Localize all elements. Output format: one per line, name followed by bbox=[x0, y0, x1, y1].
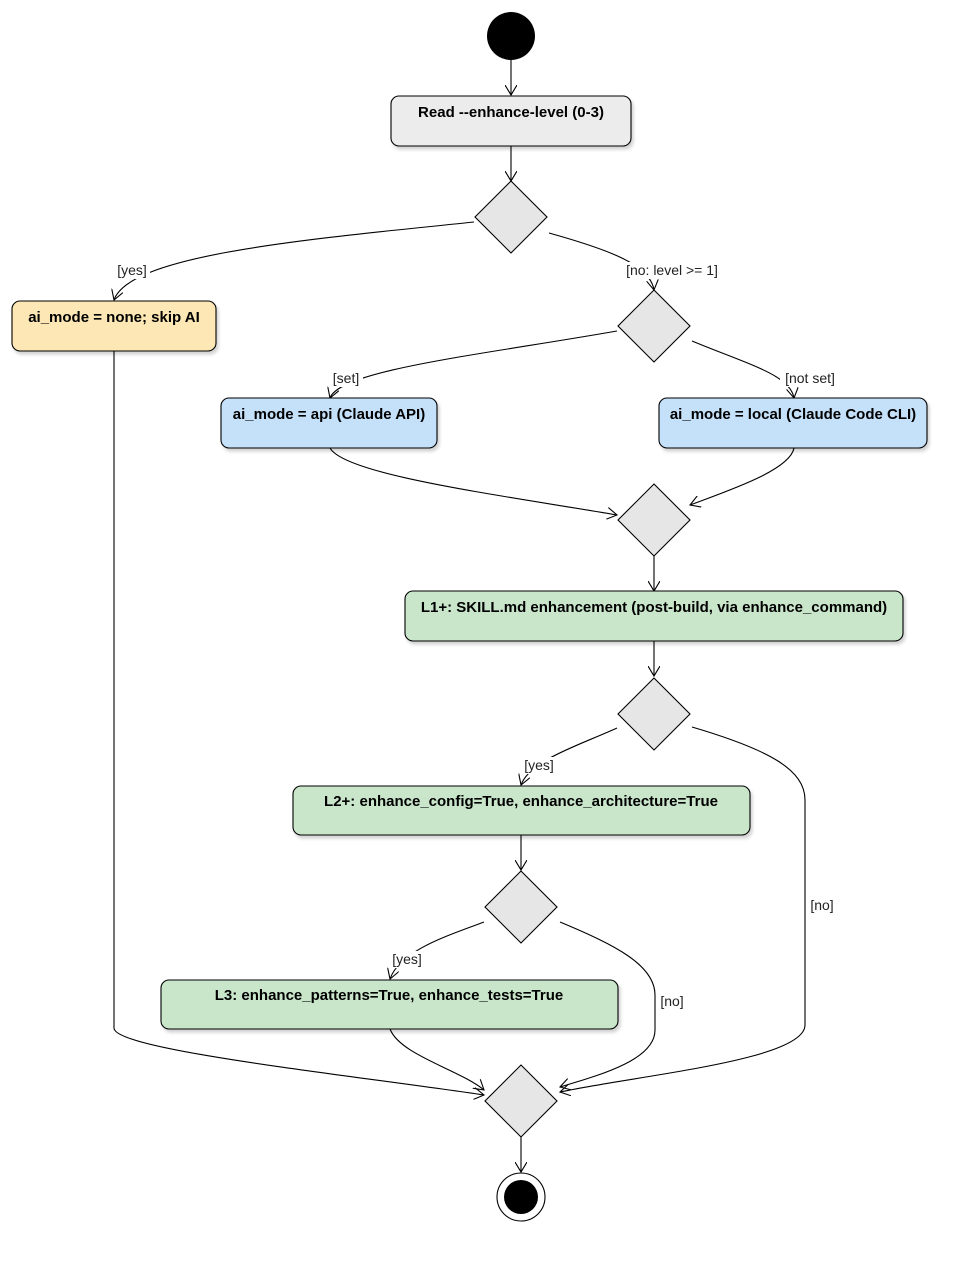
node-read-level-label: Read --enhance-level (0-3) bbox=[418, 104, 604, 121]
node-mode-local: ai_mode = local (Claude Code CLI) bbox=[658, 397, 928, 449]
node-read-level-box bbox=[390, 95, 632, 147]
edge-labels: [yes] [no: level >= 1] [set] [not set] [… bbox=[114, 262, 840, 1010]
node-mode-none-label: ai_mode = none; skip AI bbox=[28, 309, 200, 326]
edge-decision-l3-to-l3 bbox=[390, 921, 485, 979]
node-l3: L3: enhance_patterns=True, enhance_tests… bbox=[160, 979, 619, 1030]
edge-api-to-merge bbox=[329, 447, 617, 515]
node-l3-box bbox=[160, 979, 619, 1030]
decision-level-zero bbox=[474, 180, 548, 254]
edge-decision-to-key-check bbox=[548, 232, 654, 290]
edge-key-check-to-api bbox=[330, 330, 618, 398]
node-read-level: Read --enhance-level (0-3) bbox=[390, 95, 632, 147]
edges bbox=[113, 60, 806, 1172]
merge-final bbox=[484, 1064, 558, 1138]
edge-none-to-final-merge bbox=[113, 351, 484, 1095]
label-level-zero-no: [no: level >= 1] bbox=[626, 262, 718, 278]
decision-api-key bbox=[617, 289, 691, 363]
edge-l3-to-final-merge bbox=[389, 1028, 484, 1090]
node-l2: L2+: enhance_config=True, enhance_archit… bbox=[292, 785, 751, 836]
label-l2-yes: [yes] bbox=[524, 757, 554, 773]
edge-decision-l3-no bbox=[560, 921, 656, 1087]
label-key-set: [set] bbox=[333, 370, 359, 386]
label-level-zero-yes: [yes] bbox=[117, 262, 147, 278]
node-l3-label: L3: enhance_patterns=True, enhance_tests… bbox=[215, 987, 563, 1004]
edge-local-to-merge bbox=[690, 447, 795, 505]
node-mode-local-box bbox=[658, 397, 928, 449]
node-mode-none-box bbox=[11, 300, 217, 352]
edge-decision-to-none bbox=[114, 221, 475, 300]
node-l1-box bbox=[404, 590, 904, 642]
label-l3-yes: [yes] bbox=[392, 951, 422, 967]
node-l2-label: L2+: enhance_config=True, enhance_archit… bbox=[324, 793, 718, 810]
node-l2-box bbox=[292, 785, 751, 836]
node-mode-none: ai_mode = none; skip AI bbox=[11, 300, 217, 352]
start-node bbox=[487, 12, 535, 60]
node-mode-api-box bbox=[220, 397, 438, 449]
edge-decision-l2-to-l2 bbox=[521, 727, 618, 785]
edge-key-check-to-local bbox=[691, 340, 794, 398]
merge-ai-mode bbox=[617, 483, 691, 557]
edge-decision-l2-no bbox=[560, 726, 806, 1092]
node-mode-api: ai_mode = api (Claude API) bbox=[220, 397, 438, 449]
node-mode-api-label: ai_mode = api (Claude API) bbox=[233, 406, 425, 423]
node-mode-local-label: ai_mode = local (Claude Code CLI) bbox=[670, 406, 916, 423]
label-l2-no: [no] bbox=[810, 897, 833, 913]
decision-level-two bbox=[617, 677, 691, 751]
node-l1-label: L1+: SKILL.md enhancement (post-build, v… bbox=[421, 599, 887, 616]
label-key-not-set: [not set] bbox=[785, 370, 835, 386]
end-node bbox=[496, 1172, 546, 1222]
label-l3-no: [no] bbox=[660, 993, 683, 1009]
node-l1: L1+: SKILL.md enhancement (post-build, v… bbox=[404, 590, 904, 642]
decision-level-three bbox=[484, 870, 558, 944]
